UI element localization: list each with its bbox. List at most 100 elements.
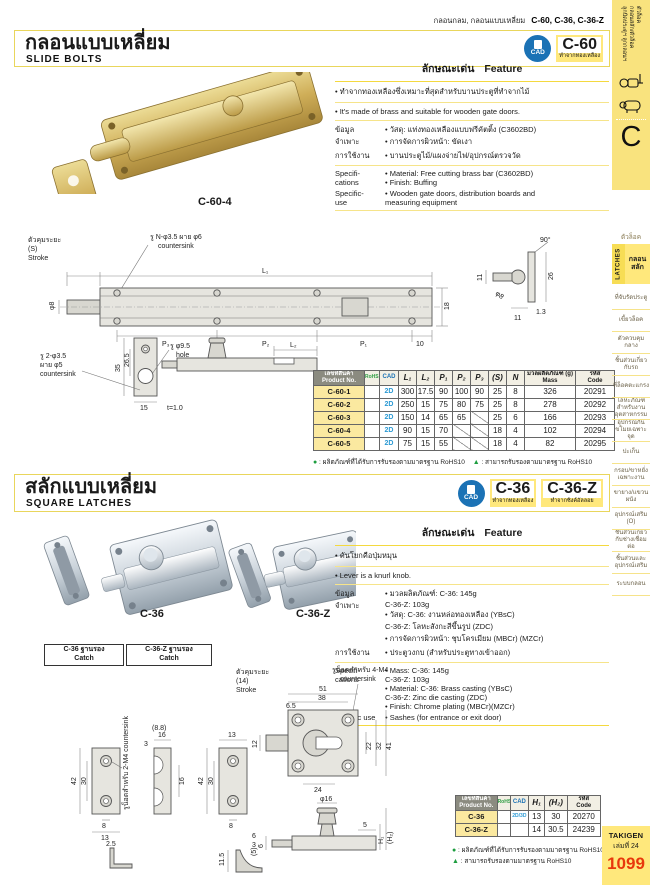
dim-label: 11 bbox=[477, 274, 484, 281]
spec-group: การใช้งาน • บานประตูไม้/แผงจ่ายไฟ/อุปกรณ… bbox=[335, 151, 521, 160]
model-subtitle: ทำจากทองเหลือง bbox=[559, 53, 601, 60]
dim-label: 26 bbox=[548, 272, 555, 280]
page-number-box: TAKIGEN เล่มที่ 24 1099 bbox=[602, 826, 650, 885]
dim-label: ตัวคุมระยะ bbox=[28, 236, 61, 244]
dim-label: Stroke bbox=[28, 255, 48, 262]
data-cell: 278 bbox=[524, 397, 576, 412]
data-cell: 326 bbox=[524, 384, 576, 399]
model-badge-c60: C-60 ทำจากทองเหลือง bbox=[556, 34, 603, 63]
product-no-cell: C-36-Z bbox=[455, 822, 498, 837]
data-cell: 14 bbox=[527, 822, 546, 837]
feature-bullet-en: • It's made of brass and suitable for wo… bbox=[335, 107, 520, 116]
sidebar-item[interactable]: ตัวควบคุมกลาง bbox=[612, 332, 650, 354]
data-cell: 80 bbox=[452, 397, 471, 412]
data-cell: 55 bbox=[434, 436, 453, 451]
spec-group: ข้อมูล จำเพาะ • มวลผลิตภัณฑ์: C-36: 145g… bbox=[335, 589, 544, 643]
dim-label: รู 2-φ3.5 bbox=[40, 353, 66, 360]
product-no-cell: C-60-2 bbox=[313, 397, 365, 412]
sidebar-item[interactable]: ระบบกลอน bbox=[612, 574, 650, 596]
dim-label: 8 bbox=[102, 823, 106, 830]
dim-label: 12 bbox=[252, 740, 259, 748]
data-cell: 250 bbox=[398, 397, 417, 412]
sidebar-item[interactable]: ที่จับรัดประตู bbox=[612, 288, 650, 310]
data-cell bbox=[470, 423, 489, 438]
data-cell: 2D/3D bbox=[509, 809, 529, 824]
data-cell: 75 bbox=[470, 397, 489, 412]
cad-badge: CAD bbox=[524, 35, 552, 62]
data-cell: 17.5 bbox=[416, 384, 435, 399]
spec-group: การใช้งาน • ประตูวงกบ (สำหรับประตูทางเข้… bbox=[335, 648, 511, 657]
product-no-cell: C-60-4 bbox=[313, 423, 365, 438]
dim-label: 11.5 bbox=[219, 853, 226, 866]
photo-caption: C-60-4 bbox=[198, 196, 232, 208]
rohs-footnote-2: ● : ผลิตภัณฑ์ที่ได้รับการรับรองตามมาตรฐา… bbox=[452, 847, 604, 865]
dim-label: 16 bbox=[179, 777, 186, 785]
data-cell: 18 bbox=[488, 436, 507, 451]
column-header: เลขที่สินค้า Product No. bbox=[313, 370, 365, 386]
model-code: C-60 bbox=[558, 36, 601, 54]
sidebar-item[interactable]: ชิ้นส่วนเกี่ยวกับรถ bbox=[612, 354, 650, 376]
cad-badge-label: CAD bbox=[463, 493, 479, 501]
latches-vertical-label: LATCHES bbox=[612, 244, 625, 284]
data-cell: 20291 bbox=[575, 384, 615, 399]
dim-label: (H₂) bbox=[387, 832, 394, 844]
section1-title-th: กลอนแบบเหลี่ยม bbox=[25, 31, 171, 54]
cad-file-icon bbox=[533, 40, 542, 50]
data-cell: 2D bbox=[379, 436, 399, 451]
feature-bullet-th: • ทำจากทองเหลืองซึ่งเหมาะที่สุดสำหรับบาน… bbox=[335, 87, 530, 96]
model-code: C-36 bbox=[491, 480, 535, 498]
sidebar-item[interactable]: อุปกรณ์กันขโมยเฉพาะจุด bbox=[612, 420, 650, 442]
dim-label: 32 bbox=[376, 742, 383, 750]
section1-title-en: SLIDE BOLTS bbox=[26, 53, 103, 65]
sidebar-item[interactable]: เขี้ยวล็อค bbox=[612, 310, 650, 332]
sidebar-item-latches-active[interactable]: LATCHES กลอน สลัก bbox=[612, 244, 650, 284]
sidebar-item[interactable]: ชิ้นส่วนและอุปกรณ์เสริม bbox=[612, 552, 650, 574]
section2-title-band: สลักแบบเหลี่ยม SQUARE LATCHES CAD C-36 ท… bbox=[14, 474, 610, 512]
technical-drawing-c36: 42 30 8 13 รูน็อตสำหรับ 2-M4 countersink… bbox=[71, 665, 394, 873]
spec-group: ข้อมูล จำเพาะ • วัสดุ: แท่งทองเหลืองแบบฟ… bbox=[335, 125, 537, 146]
sidebar-item[interactable]: ที่ล็อคตะแกรง bbox=[612, 376, 650, 398]
dim-label: P₁ bbox=[360, 341, 368, 348]
dim-label: 42 bbox=[71, 777, 78, 785]
sidebar-item[interactable]: อุปกรณ์เสริม (O) bbox=[612, 508, 650, 530]
column-header: (S) bbox=[488, 370, 507, 386]
sidebar-item[interactable]: ขายาง/แขวนผนัง bbox=[612, 486, 650, 508]
data-cell bbox=[364, 436, 380, 451]
bolt-icon bbox=[619, 100, 641, 113]
data-cell: 30 bbox=[544, 809, 568, 824]
dim-label: 42 bbox=[198, 777, 205, 785]
data-cell: 166 bbox=[524, 410, 576, 425]
data-cell bbox=[364, 397, 380, 412]
photo-caption: C-36-Z bbox=[296, 608, 331, 620]
cad-file-icon bbox=[467, 484, 476, 494]
data-cell: 150 bbox=[398, 410, 417, 425]
sidebar-item[interactable]: กรอบ/ขาหยั่งเฉพาะงาน bbox=[612, 464, 650, 486]
dim-label: 6.5 bbox=[286, 703, 296, 710]
product-no-cell: C-60-1 bbox=[313, 384, 365, 399]
data-cell bbox=[452, 436, 471, 451]
volume-label: เล่มที่ 24 bbox=[613, 843, 639, 850]
product-no-cell: C-60-3 bbox=[313, 410, 365, 425]
chapter-tab-c[interactable]: ตัวล็อค กลอนสลัก/ตัวล็อค ลูกบิดประตูฯ ลู… bbox=[612, 0, 650, 190]
column-header: CAD bbox=[509, 795, 529, 811]
dim-label: 18 bbox=[444, 302, 451, 310]
data-cell: 90 bbox=[398, 423, 417, 438]
sidebar-item[interactable]: ปะเก็น bbox=[612, 442, 650, 464]
data-cell: 70 bbox=[434, 423, 453, 438]
sidebar-item[interactable]: ชิ้นส่วนเกี่ยวกับช่างเชื่อมต่อ bbox=[612, 530, 650, 552]
dim-label: H₁ bbox=[378, 836, 385, 844]
data-cell: 8 bbox=[506, 384, 525, 399]
dim-label: 30 bbox=[208, 777, 215, 785]
cad-badge: CAD bbox=[457, 479, 485, 507]
sidebar-item[interactable]: โลหะภัณฑ์สำหรับงานอุตสาหกรรม bbox=[612, 398, 650, 420]
dim-label: countersink bbox=[158, 243, 194, 250]
data-cell: 20295 bbox=[575, 436, 615, 451]
dim-label: countersink bbox=[340, 676, 376, 683]
